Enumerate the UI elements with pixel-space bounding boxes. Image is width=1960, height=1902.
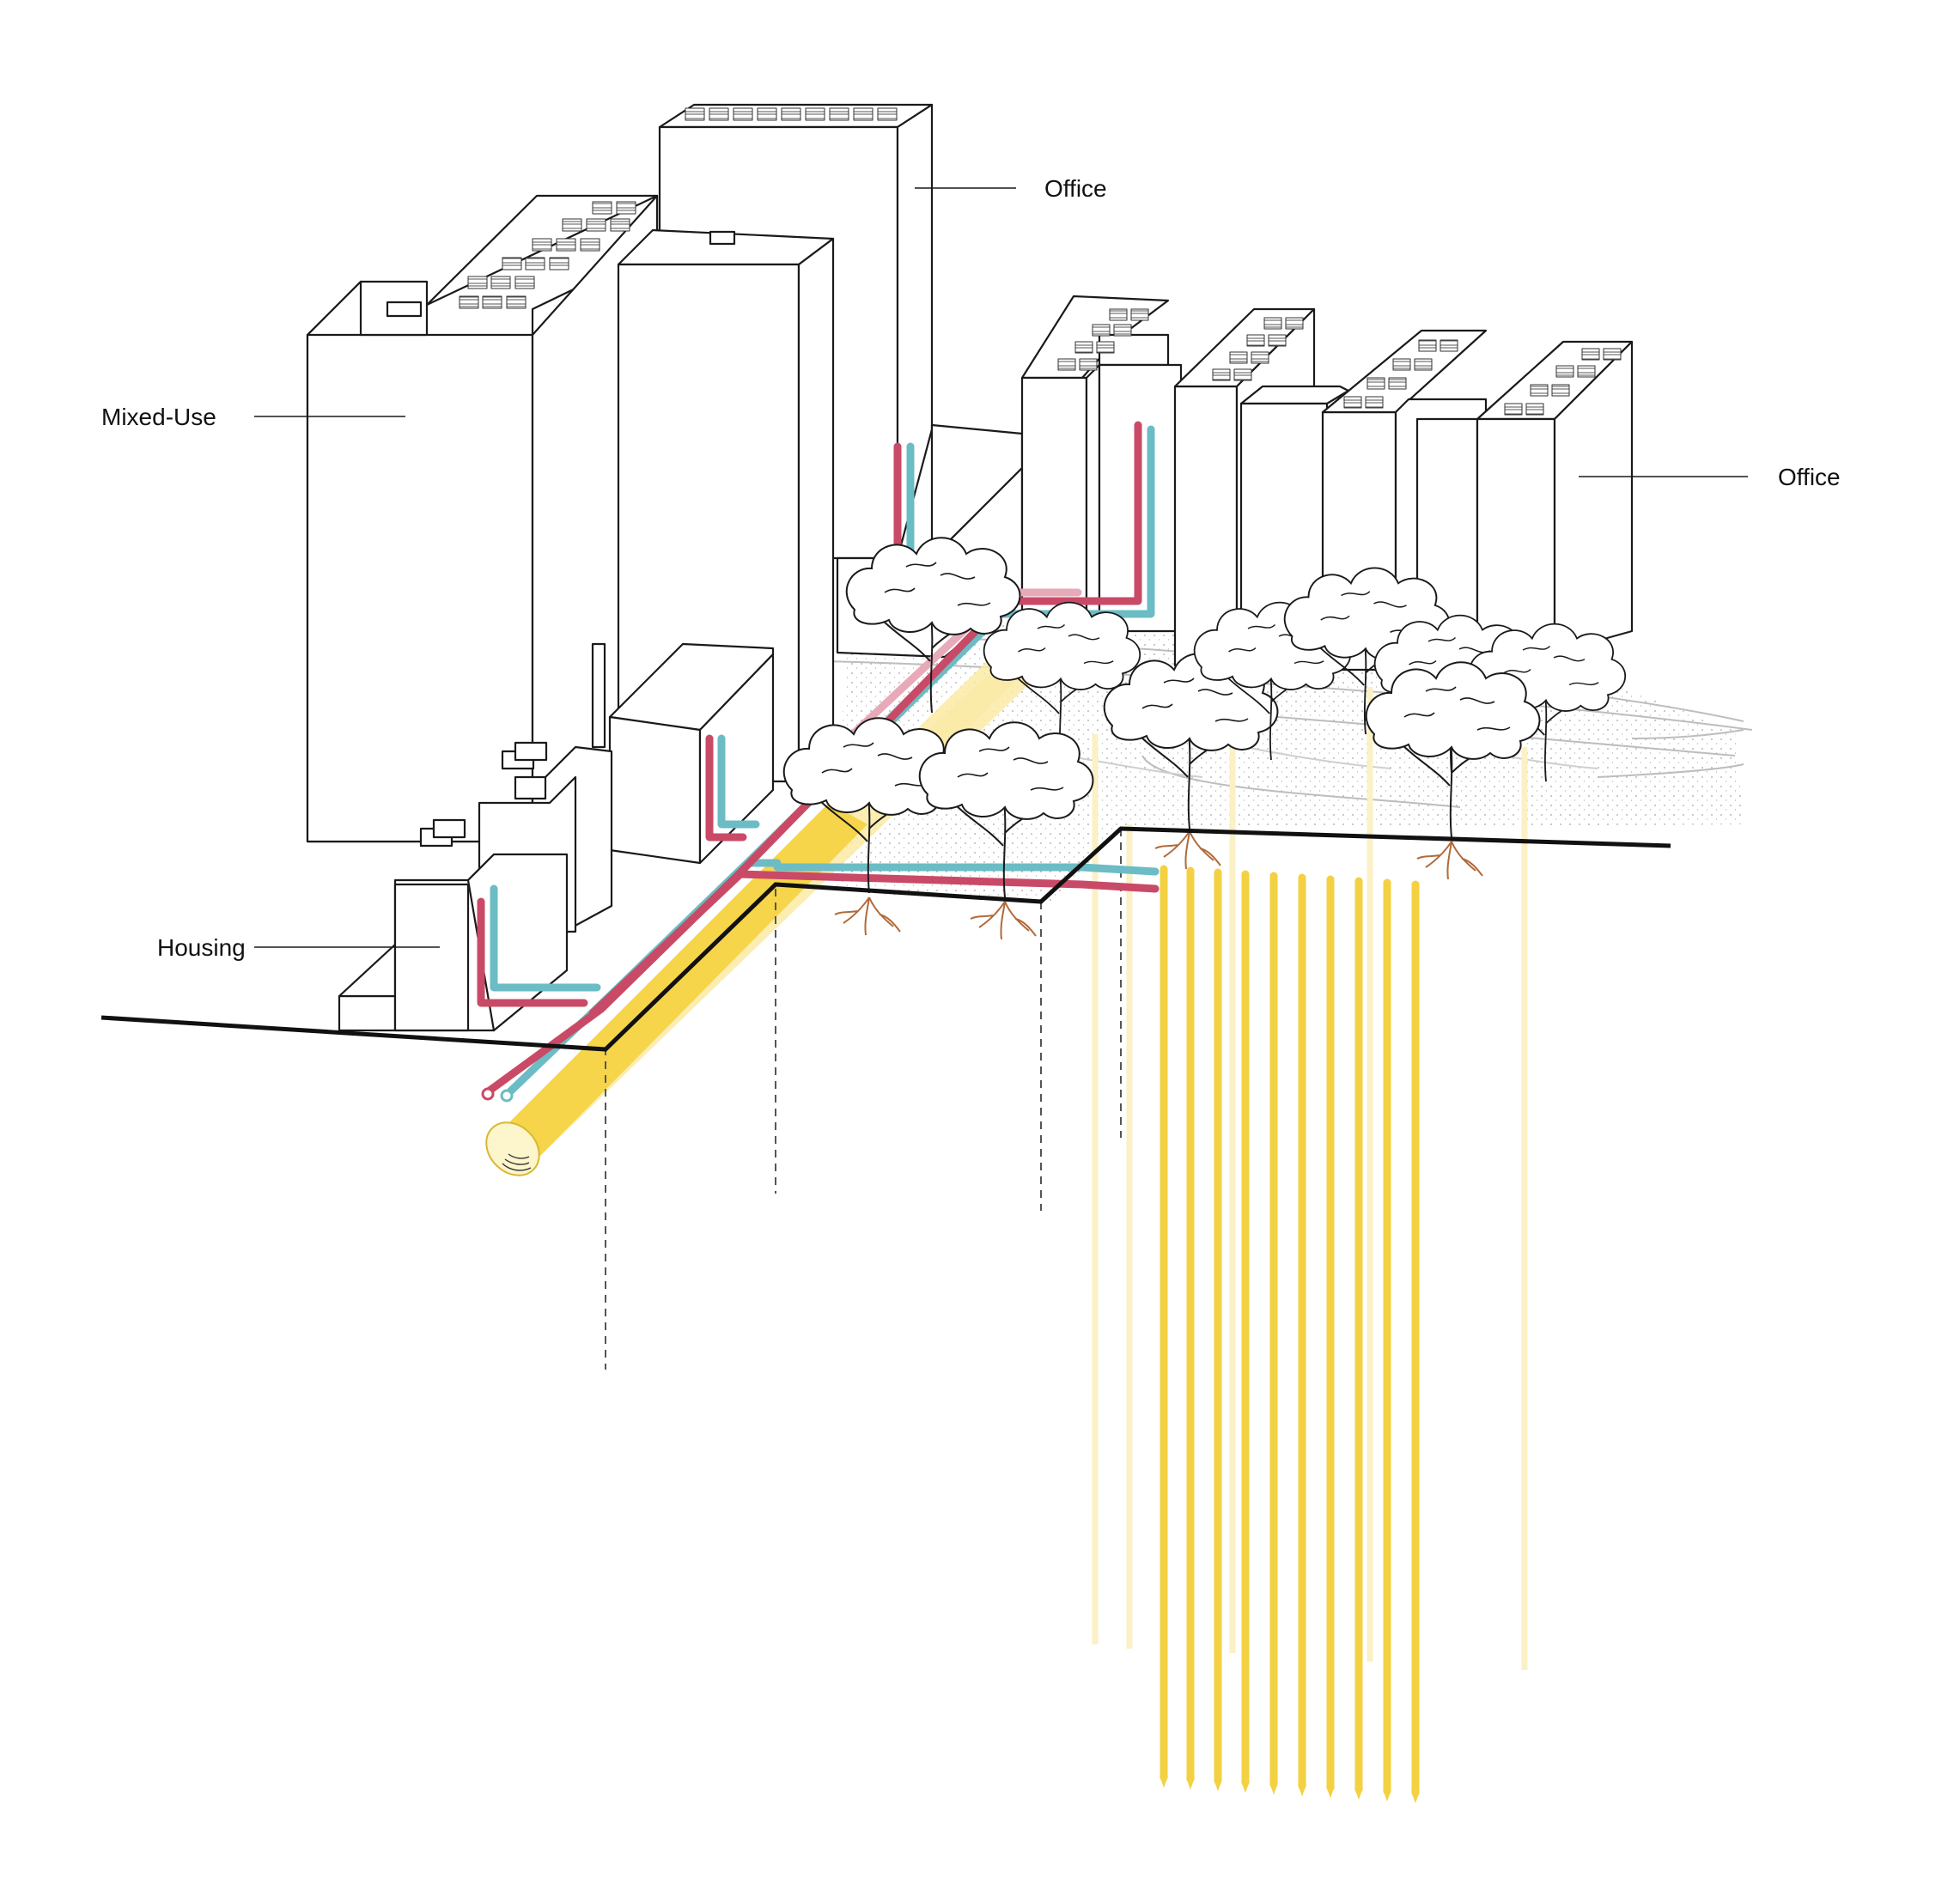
leader-lines <box>254 187 1748 948</box>
pile-row <box>1160 865 1420 1797</box>
ground-line <box>100 826 1671 1052</box>
label-housing: Housing <box>157 934 246 961</box>
label-office-top: Office <box>1044 175 1107 202</box>
office-cluster-right <box>1020 295 1634 671</box>
section-lines <box>605 829 1122 1370</box>
central-low-block <box>591 642 775 865</box>
label-office-right: Office <box>1778 464 1841 490</box>
label-mixed-use: Mixed-Use <box>101 404 216 430</box>
